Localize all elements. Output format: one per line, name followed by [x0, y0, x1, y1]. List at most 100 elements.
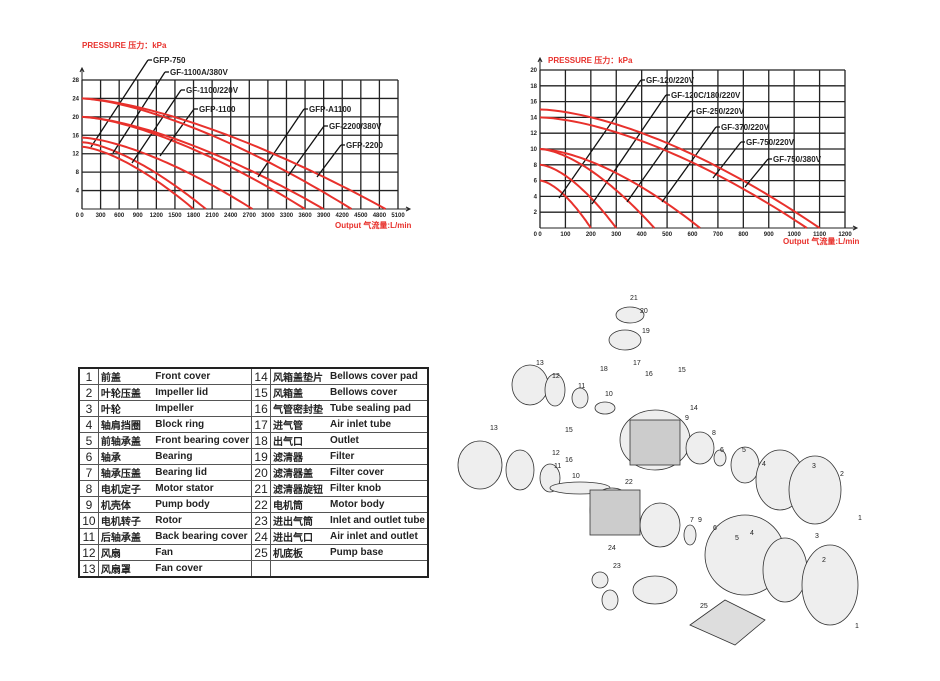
- series-label: GFP-750: [153, 56, 186, 65]
- part-name-cn: 进出气筒: [270, 512, 328, 529]
- curve-GFP-A1100: [81, 115, 325, 210]
- leader-line: [287, 125, 325, 177]
- diagram-part: [457, 440, 503, 490]
- curve-GF-120/220V: [539, 179, 592, 229]
- part-name-cn: 机壳体: [97, 496, 154, 513]
- part-number: 18: [251, 432, 271, 449]
- part-number: 20: [251, 464, 271, 481]
- motor-stator-part: [629, 419, 681, 466]
- curve-GF-1100/220V: [81, 136, 253, 210]
- pump-base-part: [689, 599, 766, 646]
- part-callout: 8: [712, 430, 716, 437]
- diagram-part: [608, 329, 642, 351]
- series-label: GF-250/220V: [696, 107, 745, 116]
- y-tick-label: 2: [534, 210, 538, 216]
- part-name-en: Block ring: [153, 416, 253, 433]
- part-name-en: Inlet and outlet tube: [328, 512, 429, 529]
- part-number: 19: [251, 448, 271, 465]
- part-number: 11: [78, 528, 99, 545]
- part-name-cn: 滤清器: [270, 448, 328, 465]
- diagram-part: [801, 544, 859, 626]
- part-number: 8: [78, 480, 99, 497]
- part-name-cn: 风扇罩: [97, 560, 154, 578]
- y-tick-label: 16: [72, 133, 79, 139]
- part-callout: 2: [822, 557, 826, 564]
- leader-line: [131, 89, 182, 164]
- part-number: 5: [78, 432, 99, 449]
- part-callout: 13: [536, 360, 544, 367]
- x-tick-label: 500: [662, 232, 673, 238]
- series-label: GF-750/380V: [773, 155, 822, 164]
- part-callout: 1: [858, 515, 862, 522]
- part-name-en: Motor stator: [153, 480, 253, 497]
- diagram-part: [591, 571, 609, 589]
- part-callout: 2: [840, 471, 844, 478]
- x-tick-label: 300: [96, 213, 107, 219]
- part-name-en: Air inlet and outlet: [328, 528, 429, 545]
- leader-line: [558, 79, 642, 199]
- part-number: 17: [251, 416, 271, 433]
- part-number: 2: [78, 384, 99, 401]
- x-tick-label: 2700: [243, 213, 257, 219]
- part-callout: 18: [600, 366, 608, 373]
- part-name-cn: 滤清器旋钮: [270, 480, 328, 497]
- x-tick-label: 3600: [298, 213, 312, 219]
- x-axis: [82, 206, 412, 212]
- part-callout: 10: [605, 391, 613, 398]
- x-tick-label: 700: [713, 232, 724, 238]
- part-name-cn: 风箱盖: [270, 384, 328, 401]
- part-callout: 5: [735, 535, 739, 542]
- part-name-en: Rotor: [153, 512, 253, 529]
- part-name-cn: 风扇: [97, 544, 154, 561]
- x-tick-label: 1500: [168, 213, 182, 219]
- part-name-en: Bearing: [153, 448, 253, 465]
- part-name-en: Air inlet tube: [328, 416, 429, 433]
- part-callout: 12: [552, 450, 560, 457]
- part-number: 25: [251, 544, 271, 561]
- part-name-cn: 出气口: [270, 432, 328, 449]
- diagram-part: [511, 364, 549, 406]
- x-tick-label: 900: [133, 213, 144, 219]
- part-callout: 16: [565, 457, 573, 464]
- part-callout: 5: [742, 447, 746, 454]
- part-name-cn: 进出气口: [270, 528, 328, 545]
- x-tick-label: 100: [560, 232, 571, 238]
- y-tick-label: 4: [534, 194, 538, 200]
- part-name-cn: 前轴承盖: [97, 432, 154, 449]
- x-tick-label: 3000: [261, 213, 275, 219]
- part-name-cn: 后轴承盖: [97, 528, 154, 545]
- series-label: GF-120/220V: [646, 76, 695, 85]
- series-label: GF-1100A/380V: [170, 68, 228, 77]
- leader-line: [591, 94, 667, 205]
- part-name-en: Motor body: [328, 496, 429, 513]
- part-callout: 3: [815, 533, 819, 540]
- leader-line: [712, 141, 742, 179]
- part-name-cn: 风箱盖垫片: [270, 367, 328, 385]
- x-axis-label: Output 气流量:L/min: [335, 220, 412, 230]
- diagram-part: [544, 373, 566, 407]
- y-tick-label: 12: [530, 131, 537, 137]
- diagram-part: [632, 575, 678, 605]
- y-tick-label: 14: [530, 115, 537, 121]
- part-name-en: [328, 560, 429, 578]
- series-label: GF-120C/180/220V: [671, 91, 741, 100]
- part-callout: 15: [678, 367, 686, 374]
- chart-title: PRESSURE 压力：kPa: [82, 40, 167, 50]
- part-number: 12: [78, 544, 99, 561]
- x-tick-label: 5100: [391, 213, 405, 219]
- x-tick-label: 1800: [187, 213, 201, 219]
- x-tick-label: 600: [687, 232, 698, 238]
- part-number: 6: [78, 448, 99, 465]
- y-tick-label: 18: [530, 84, 537, 90]
- diagram-part: [571, 387, 589, 409]
- part-name-cn: 电机转子: [97, 512, 154, 529]
- part-number: 3: [78, 400, 99, 417]
- series-label: GFP-2200: [346, 141, 383, 150]
